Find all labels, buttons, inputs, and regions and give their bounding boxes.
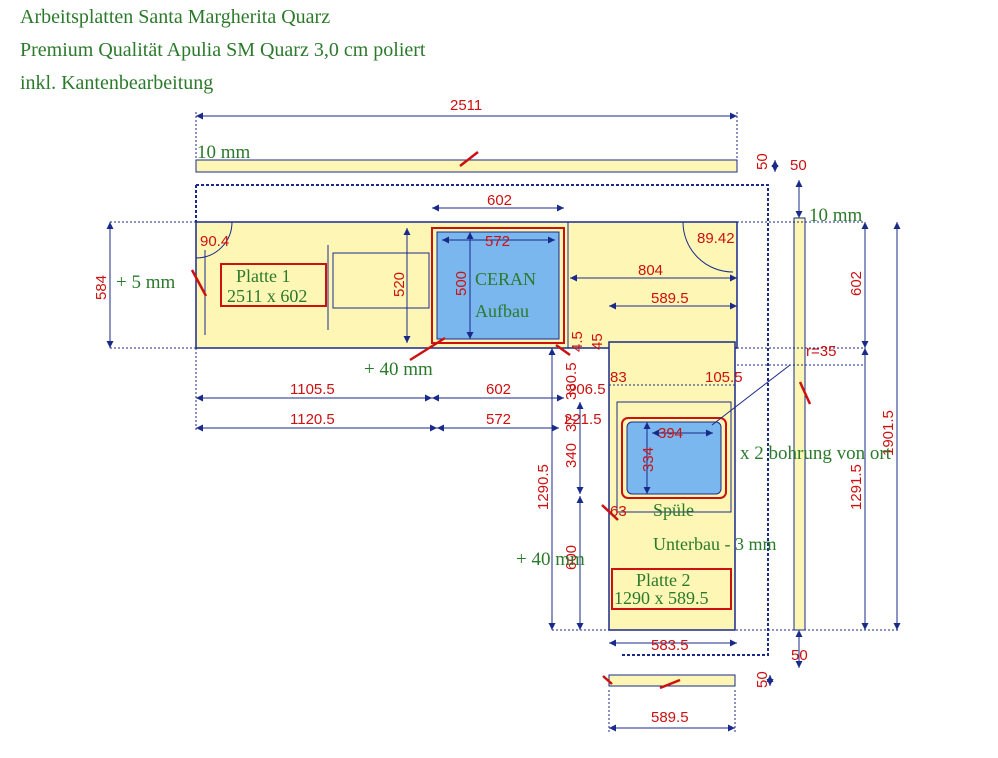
title-line-2: Premium Qualität Apulia SM Quarz 3,0 cm … bbox=[20, 39, 426, 61]
plate-1-name: Platte 1 bbox=[236, 266, 291, 286]
dim-602-bottom: 602 bbox=[486, 381, 511, 398]
plate-2-size: 1290 x 589.5 bbox=[614, 588, 709, 608]
note-edge-right: 10 mm bbox=[809, 205, 863, 226]
dim-r35: r=35 bbox=[806, 343, 836, 360]
dim-583-5: 583.5 bbox=[651, 637, 689, 654]
sink-frame bbox=[616, 401, 732, 513]
corner-radius-left bbox=[195, 221, 233, 259]
dim-105-5: 105.5 bbox=[705, 369, 743, 386]
dim-45: 45 bbox=[589, 333, 606, 350]
sink-label-1: Spüle bbox=[653, 500, 694, 520]
dim-bottom-589-5: 589.5 bbox=[651, 709, 689, 726]
dim-600: 600 bbox=[563, 545, 580, 570]
cooktop-label-1: CERAN bbox=[475, 269, 536, 289]
dim-cooktop-gap: 602 bbox=[487, 192, 512, 209]
sink-label-2: Unterbau - 3 mm bbox=[653, 534, 776, 554]
dim-1901-5: 1901.5 bbox=[880, 410, 897, 456]
plate-1-size: 2511 x 602 bbox=[227, 286, 307, 306]
plate-2-name: Platte 2 bbox=[636, 570, 691, 590]
corner-radius-right bbox=[682, 221, 734, 273]
plate-1-label-box bbox=[220, 263, 327, 307]
dim-1290-5: 1290.5 bbox=[535, 464, 552, 510]
dim-804: 804 bbox=[638, 262, 663, 279]
dim-strip-height-b: 50 bbox=[790, 157, 807, 174]
dim-cooktop-height-inner: 500 bbox=[453, 271, 470, 296]
dim-strip-bottom-50: 50 bbox=[754, 671, 771, 688]
note-plus-40-b: + 40 mm bbox=[516, 549, 585, 570]
dim-depth-left: 584 bbox=[93, 275, 110, 300]
note-drill: x 2 bohrung von ort bbox=[740, 443, 892, 464]
dim-1105-5: 1105.5 bbox=[290, 381, 335, 398]
dim-sink-height: 334 bbox=[640, 447, 657, 472]
dim-380-5: 380.5 bbox=[563, 362, 580, 400]
dim-sink-width: 394 bbox=[658, 425, 683, 442]
dim-340: 340 bbox=[563, 443, 580, 468]
sink-cutout bbox=[626, 421, 722, 495]
outline-frame bbox=[196, 184, 769, 656]
dim-depth-right: 602 bbox=[848, 271, 865, 296]
note-plus-40-a: + 40 mm bbox=[364, 359, 433, 380]
cooktop-cutout bbox=[436, 231, 560, 340]
title-line-3: inkl. Kantenbearbeitung bbox=[20, 72, 214, 94]
appliance-outline bbox=[332, 252, 430, 309]
dim-radius-left: 90.4 bbox=[200, 233, 229, 250]
note-edge-top: 10 mm bbox=[197, 142, 251, 163]
dim-206-5: 206.5 bbox=[568, 381, 606, 398]
plate-2-label-box bbox=[611, 568, 732, 610]
title-line-1: Arbeitsplatten Santa Margherita Quarz bbox=[20, 6, 331, 28]
note-plus-5: + 5 mm bbox=[116, 272, 175, 293]
dim-top-total: 2511 bbox=[450, 97, 482, 114]
dim-221-5: 221.5 bbox=[564, 411, 602, 428]
dim-37: 37 bbox=[563, 415, 580, 432]
dim-bottom-50: 50 bbox=[791, 647, 808, 664]
dim-cooktop-height-outer: 520 bbox=[391, 272, 408, 297]
dim-4-5: 4.5 bbox=[569, 331, 586, 352]
dim-589-5: 589.5 bbox=[651, 290, 689, 307]
dim-radius-right: 89.42 bbox=[697, 230, 735, 247]
dim-83: 83 bbox=[610, 369, 627, 386]
dim-572-bottom: 572 bbox=[486, 411, 511, 428]
edge-strip-right bbox=[793, 217, 806, 631]
dim-1120-5: 1120.5 bbox=[290, 411, 335, 428]
cooktop-label-2: Aufbau bbox=[475, 301, 529, 321]
dim-cooktop-width: 572 bbox=[485, 233, 510, 250]
dim-63: 63 bbox=[610, 503, 627, 520]
dim-1291-5: 1291.5 bbox=[848, 464, 865, 510]
dim-strip-height-a: 50 bbox=[754, 153, 771, 170]
